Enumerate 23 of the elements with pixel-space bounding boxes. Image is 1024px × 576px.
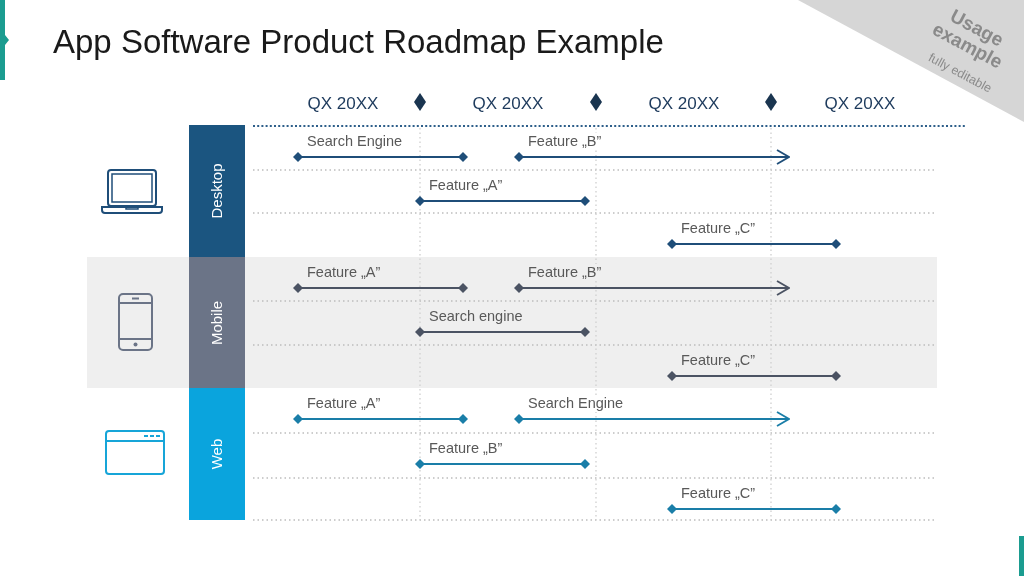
row-label: Mobile bbox=[208, 300, 226, 345]
bar-label: Search Engine bbox=[526, 395, 626, 412]
bar-label: Feature „C” bbox=[679, 220, 758, 237]
column-header: QX 20XX bbox=[648, 94, 720, 114]
slide-title: App Software Product Roadmap Example bbox=[53, 22, 664, 62]
bar-label: Feature „A” bbox=[305, 395, 383, 412]
row-label: Web bbox=[208, 438, 226, 470]
column-header: QX 20XX bbox=[472, 94, 544, 114]
bar-label: Search engine bbox=[427, 308, 525, 325]
bar-label: Feature „B” bbox=[427, 440, 505, 457]
bar-label: Feature „A” bbox=[305, 264, 383, 281]
bar-label: Feature „A” bbox=[427, 177, 505, 194]
bar-label: Feature „C” bbox=[679, 485, 758, 502]
row-header-band bbox=[189, 257, 245, 388]
row-header-band bbox=[189, 388, 245, 520]
bar-label: Feature „B” bbox=[526, 133, 604, 150]
bar-label: Feature „C” bbox=[679, 352, 758, 369]
bar-label: Feature „B” bbox=[526, 264, 604, 281]
column-header: QX 20XX bbox=[824, 94, 896, 114]
row-header-band bbox=[189, 125, 245, 257]
column-header: QX 20XX bbox=[307, 94, 379, 114]
row-label: Desktop bbox=[208, 163, 226, 219]
bar-label: Search Engine bbox=[305, 133, 405, 150]
